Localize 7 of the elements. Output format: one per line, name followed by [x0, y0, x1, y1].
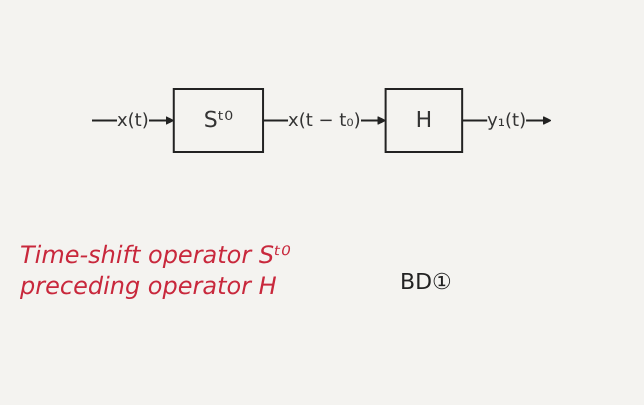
edge-label: y₁(t)	[488, 110, 527, 130]
edge-label: x(t − t₀)	[288, 110, 362, 130]
node-box: Sᵗ⁰	[173, 88, 264, 152]
node-box: H	[385, 88, 464, 152]
note-mark: BD①	[400, 270, 452, 295]
handwritten-note: Time-shift operator Sᵗ⁰ preceding operator H	[20, 240, 292, 302]
edge-label: x(t)	[117, 110, 150, 130]
